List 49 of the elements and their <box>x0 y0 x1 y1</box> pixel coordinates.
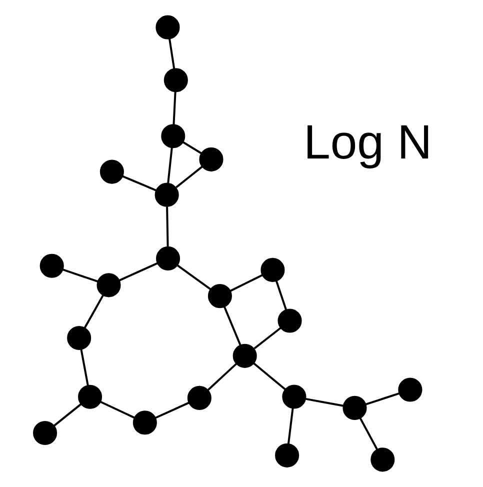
connector <box>176 166 204 188</box>
connector <box>287 408 294 444</box>
node-circle <box>370 448 395 472</box>
node-circle <box>100 160 124 184</box>
connector <box>80 349 89 386</box>
connector <box>122 175 157 192</box>
connector <box>166 206 169 248</box>
connector <box>118 262 158 282</box>
node-circle <box>187 386 212 410</box>
node-circle <box>199 147 224 172</box>
connector <box>182 141 202 154</box>
connector <box>230 274 263 292</box>
connector <box>84 294 104 328</box>
node-circle <box>156 15 180 40</box>
connector <box>305 398 344 407</box>
connector <box>252 362 286 391</box>
node-circle <box>154 182 179 207</box>
node-circle <box>278 308 302 333</box>
node-circle <box>398 378 422 402</box>
connector <box>223 306 242 346</box>
node-circle <box>161 124 186 148</box>
connector <box>167 147 173 184</box>
node-circle <box>67 326 92 350</box>
connector <box>172 91 176 125</box>
node-circle <box>260 258 285 282</box>
connector <box>275 280 288 310</box>
connector <box>155 402 190 419</box>
connector <box>208 362 238 391</box>
connector <box>176 264 212 290</box>
node-circle <box>342 396 367 420</box>
connector <box>359 417 378 450</box>
node-circle <box>232 344 257 368</box>
node-circle <box>208 284 232 308</box>
connector <box>100 400 136 419</box>
node-circle <box>78 384 102 409</box>
node-circle <box>132 410 157 435</box>
node-circle <box>275 443 300 468</box>
node-circle <box>156 246 180 270</box>
node-circle <box>40 254 64 278</box>
connector <box>365 392 400 406</box>
node-circle <box>282 384 306 409</box>
node-circle <box>164 68 188 92</box>
connector <box>62 268 98 282</box>
connector <box>254 326 282 350</box>
connector <box>53 403 82 427</box>
connector <box>168 38 176 70</box>
node-circle <box>96 273 121 298</box>
node-circle <box>33 420 58 446</box>
label: Log N <box>304 115 432 170</box>
